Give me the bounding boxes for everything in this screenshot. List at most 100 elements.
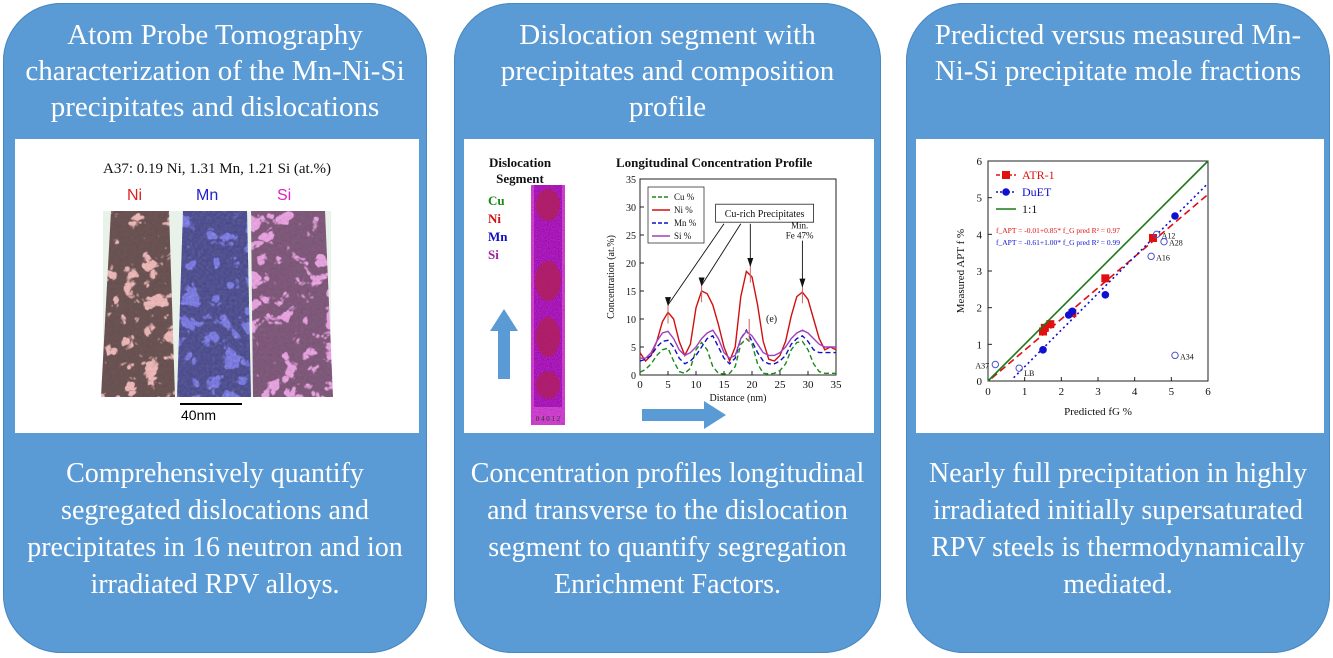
legend-box	[647, 186, 705, 244]
scale-bar-label: 40nm	[181, 407, 217, 423]
y-tick-label: 35	[626, 175, 636, 186]
open-point	[1160, 237, 1168, 246]
legend-label: ATR-1	[1022, 168, 1055, 182]
x-tick-label: 35	[831, 379, 843, 391]
profile-legend: Cu % Ni % Mn % Si %	[647, 186, 705, 244]
ni-map	[101, 211, 175, 397]
min-note: Min.	[791, 220, 808, 230]
fit1-equation: f_APT = -0.01+0.85* f_G pred R² = 0.97	[996, 226, 1120, 235]
segment-cluster	[535, 261, 561, 301]
open-point	[1015, 364, 1023, 372]
point-label: A37	[975, 362, 989, 371]
x-tick-label: 0	[637, 379, 643, 391]
x-tick-label: 5	[665, 379, 671, 391]
legend-label: Ni %	[674, 205, 693, 215]
point-label: A34	[1180, 352, 1194, 361]
one-to-one-line	[987, 160, 1209, 382]
dislocation-panel-description: Concentration profiles longitudinal and …	[470, 458, 865, 600]
apt-panel-description: Comprehensively quantify segregated disl…	[27, 458, 403, 600]
duet-point	[1171, 212, 1179, 220]
segment-scale: 0 4 0 1 2	[536, 415, 561, 423]
y-tick-label: 25	[626, 231, 636, 242]
mn-element-label: Mn	[488, 229, 508, 244]
x-tick-label: 20	[747, 379, 759, 391]
prediction-panel: Predicted versus measured Mn-Ni-Si preci…	[906, 3, 1330, 653]
atr1-point	[1046, 320, 1055, 329]
open-point	[1171, 351, 1179, 360]
y-tick-label: 15	[626, 287, 636, 298]
legend-label: Si %	[674, 231, 692, 241]
x-tick-label: 2	[1059, 386, 1065, 398]
callout-label: Cu-rich Precipitates	[725, 209, 805, 220]
legend-label: 1:1	[1022, 202, 1037, 216]
series-line	[640, 329, 836, 360]
profile-title: Longitudinal Concentration Profile	[616, 155, 813, 170]
prediction-panel-title: Predicted versus measured Mn-Ni-Si preci…	[934, 19, 1302, 87]
y-tick-label: 5	[631, 343, 636, 354]
ni-label: Ni	[127, 187, 143, 204]
x-axis-label: Predicted fG %	[1064, 406, 1132, 418]
ni-element-label: Ni	[488, 211, 501, 226]
right-arrow-icon	[642, 401, 726, 429]
series-line	[639, 328, 836, 365]
callout-arrow	[701, 223, 742, 286]
y-axis-label: Concentration (at.%)	[606, 235, 617, 319]
callout-arrowhead	[665, 297, 671, 307]
x-tick-label: 6	[1205, 386, 1211, 398]
open-point	[991, 360, 1000, 369]
x-tick-label: 4	[1132, 386, 1138, 398]
panel-tag: (e)	[766, 314, 777, 325]
legend-marker	[1002, 188, 1010, 196]
callout-arrowhead	[698, 277, 705, 287]
y-tick-label: 3	[977, 266, 983, 278]
callout-box	[715, 203, 814, 223]
x-tick-label: 30	[803, 379, 815, 391]
mn-map	[177, 211, 251, 397]
dislocation-panel: Dislocation segment with precipitates an…	[454, 3, 881, 653]
apt-reconstructions	[101, 211, 333, 397]
point-label: A16	[1156, 253, 1170, 262]
x-axis-label: Distance (nm)	[710, 393, 767, 403]
plot-frame	[639, 178, 837, 376]
callout-arrowhead	[747, 257, 754, 267]
apt-panel-title: Atom Probe Tomography characterization o…	[25, 19, 405, 123]
y-tick-label: 0	[977, 376, 983, 388]
apt-panel: Atom Probe Tomography characterization o…	[3, 3, 427, 653]
y-tick-label: 4	[977, 229, 983, 241]
si-element-label: Si	[488, 247, 499, 262]
x-tick-label: 25	[775, 379, 787, 391]
dislocation-figure: Dislocation Segment Cu Ni Mn Si 0 4 0 1 …	[464, 139, 874, 433]
atr1-point	[1040, 323, 1049, 332]
y-tick-label: 6	[977, 156, 983, 168]
legend-label: Cu %	[674, 192, 695, 202]
x-tick-label: 1	[1022, 386, 1027, 398]
point-label: LB	[1024, 369, 1034, 378]
duet-point	[1068, 307, 1077, 316]
legend-marker	[1002, 171, 1010, 179]
series-line	[639, 337, 836, 375]
apt-figure: A37: 0.19 Ni, 1.31 Mn, 1.21 Si (at.%) Ni…	[15, 139, 419, 433]
si-label: Si	[277, 187, 292, 204]
scale-bar	[180, 403, 242, 405]
atr1-point	[1149, 234, 1157, 242]
point-label: A28	[1169, 239, 1183, 248]
callout-arrow	[667, 223, 725, 306]
up-arrow-icon	[490, 309, 518, 379]
si-map	[251, 211, 333, 397]
fit2-equation: f_APT = -0.61+1.00* f_G pred R² = 0.99	[996, 238, 1120, 247]
open-point	[1152, 230, 1161, 239]
y-tick-label: 2	[977, 303, 983, 315]
dislocation-segment-image: 0 4 0 1 2	[534, 185, 562, 423]
legend-label: Mn %	[674, 218, 697, 228]
callout-arrowhead	[799, 278, 806, 288]
y-axis-label: Measured APT f %	[955, 229, 967, 313]
atr1-point	[1101, 274, 1110, 283]
x-tick-label: 10	[691, 379, 703, 391]
x-tick-label: 5	[1169, 386, 1175, 398]
y-tick-label: 1	[977, 339, 983, 351]
segment-cluster	[536, 189, 560, 221]
y-tick-label: 20	[626, 259, 636, 270]
open-point	[1147, 252, 1155, 261]
